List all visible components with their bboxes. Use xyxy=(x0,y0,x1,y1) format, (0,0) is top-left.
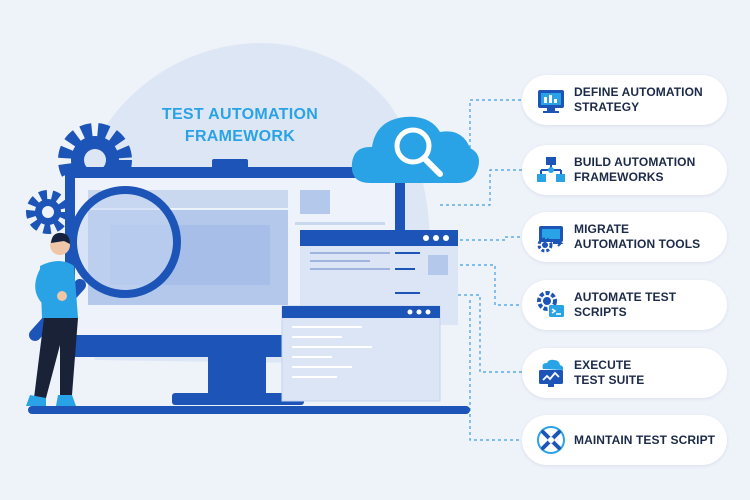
step-define-automation-strategy: DEFINE AUTOMATION STRATEGY xyxy=(522,75,727,125)
maintain-tools-icon xyxy=(537,426,565,454)
title-line-2: FRAMEWORK xyxy=(184,128,296,145)
strategy-icon xyxy=(538,90,564,113)
step-label: BUILD AUTOMATION FRAMEWORKS xyxy=(574,155,696,184)
diagram-title: TEST AUTOMATION FRAMEWORK xyxy=(140,104,340,148)
step-label: MAINTAIN TEST SCRIPT xyxy=(574,432,716,447)
step-maintain-test-script: MAINTAIN TEST SCRIPT xyxy=(522,415,727,465)
step-label: EXECUTE TEST SUITE xyxy=(574,358,645,387)
execute-suite-icon xyxy=(539,359,564,387)
gear-icon-small xyxy=(26,190,70,234)
title-line-1: TEST AUTOMATION xyxy=(161,106,319,123)
code-window-bottom xyxy=(281,305,441,402)
person-figure xyxy=(26,232,78,406)
step-migrate-automation-tools: MIGRATE AUTOMATION TOOLS xyxy=(522,212,727,262)
step-automate-test-scripts: AUTOMATE TEST SCRIPTS xyxy=(522,280,727,330)
connector-lines xyxy=(440,99,535,441)
step-label: MIGRATE AUTOMATION TOOLS xyxy=(574,222,701,251)
step-label: AUTOMATE TEST SCRIPTS xyxy=(574,290,677,319)
framework-network-icon xyxy=(537,157,565,182)
step-execute-test-suite: EXECUTE TEST SUITE xyxy=(522,348,727,398)
cloud-search-icon xyxy=(351,116,479,183)
step-build-automation-frameworks: BUILD AUTOMATION FRAMEWORKS xyxy=(522,145,727,195)
automate-scripts-icon xyxy=(537,291,564,317)
migrate-tools-icon xyxy=(537,226,564,253)
step-label: DEFINE AUTOMATION STRATEGY xyxy=(574,85,703,114)
